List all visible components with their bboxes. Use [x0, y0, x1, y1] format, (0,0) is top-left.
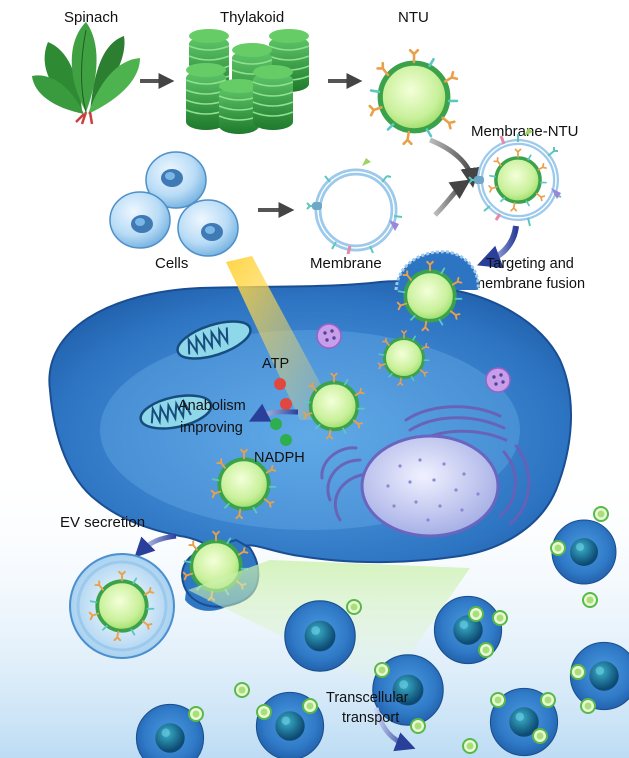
mitochondrion-icon [176, 320, 252, 360]
nadph-molecule [270, 418, 282, 430]
lysosome-icon [316, 323, 342, 349]
light-beam-icon [226, 256, 340, 420]
extracellular-vesicle [69, 553, 175, 659]
arrow-membrane-to-membrane-ntu [433, 179, 471, 217]
ntu-particle [370, 50, 457, 144]
nucleus-icon [360, 434, 500, 538]
nadph-molecule [280, 434, 292, 446]
label-membrane: Membrane [310, 255, 382, 272]
label-nadph: NADPH [254, 450, 305, 466]
label-anabolism-line2: improving [180, 420, 243, 436]
thylakoid-stack-icon [185, 29, 310, 134]
label-targeting-line1: Targeting and [486, 256, 574, 272]
mitochondrion-icon [139, 394, 213, 430]
arrow-targeting [477, 225, 519, 269]
membrane-ntu-particle [468, 128, 562, 227]
label-targeting-line2: membrane fusion [473, 276, 585, 292]
label-cells: Cells [155, 255, 188, 272]
arrow-anabolism [248, 403, 299, 422]
label-atp: ATP [262, 356, 289, 372]
arrow-ev-secretion [134, 533, 177, 558]
membrane-vesicle [306, 158, 403, 255]
label-transcellular-line1: Transcellular [326, 690, 409, 706]
label-ntu: NTU [398, 9, 429, 26]
atp-molecule [274, 378, 286, 390]
spinach-icon [32, 22, 140, 125]
lysosome-icon [485, 367, 511, 393]
label-membrane-ntu: Membrane-NTU [471, 123, 579, 140]
arrow-transcellular [373, 707, 416, 752]
atp-molecule [280, 398, 292, 410]
label-anabolism-line1: Anabolism [178, 398, 246, 414]
label-ev-secretion: EV secretion [60, 514, 145, 531]
label-transcellular-line2: transport [342, 710, 399, 726]
label-spinach: Spinach [64, 9, 118, 26]
cells-group [109, 151, 239, 257]
arrow-ntu-to-membrane-ntu [429, 137, 481, 188]
label-thylakoid: Thylakoid [220, 9, 284, 26]
